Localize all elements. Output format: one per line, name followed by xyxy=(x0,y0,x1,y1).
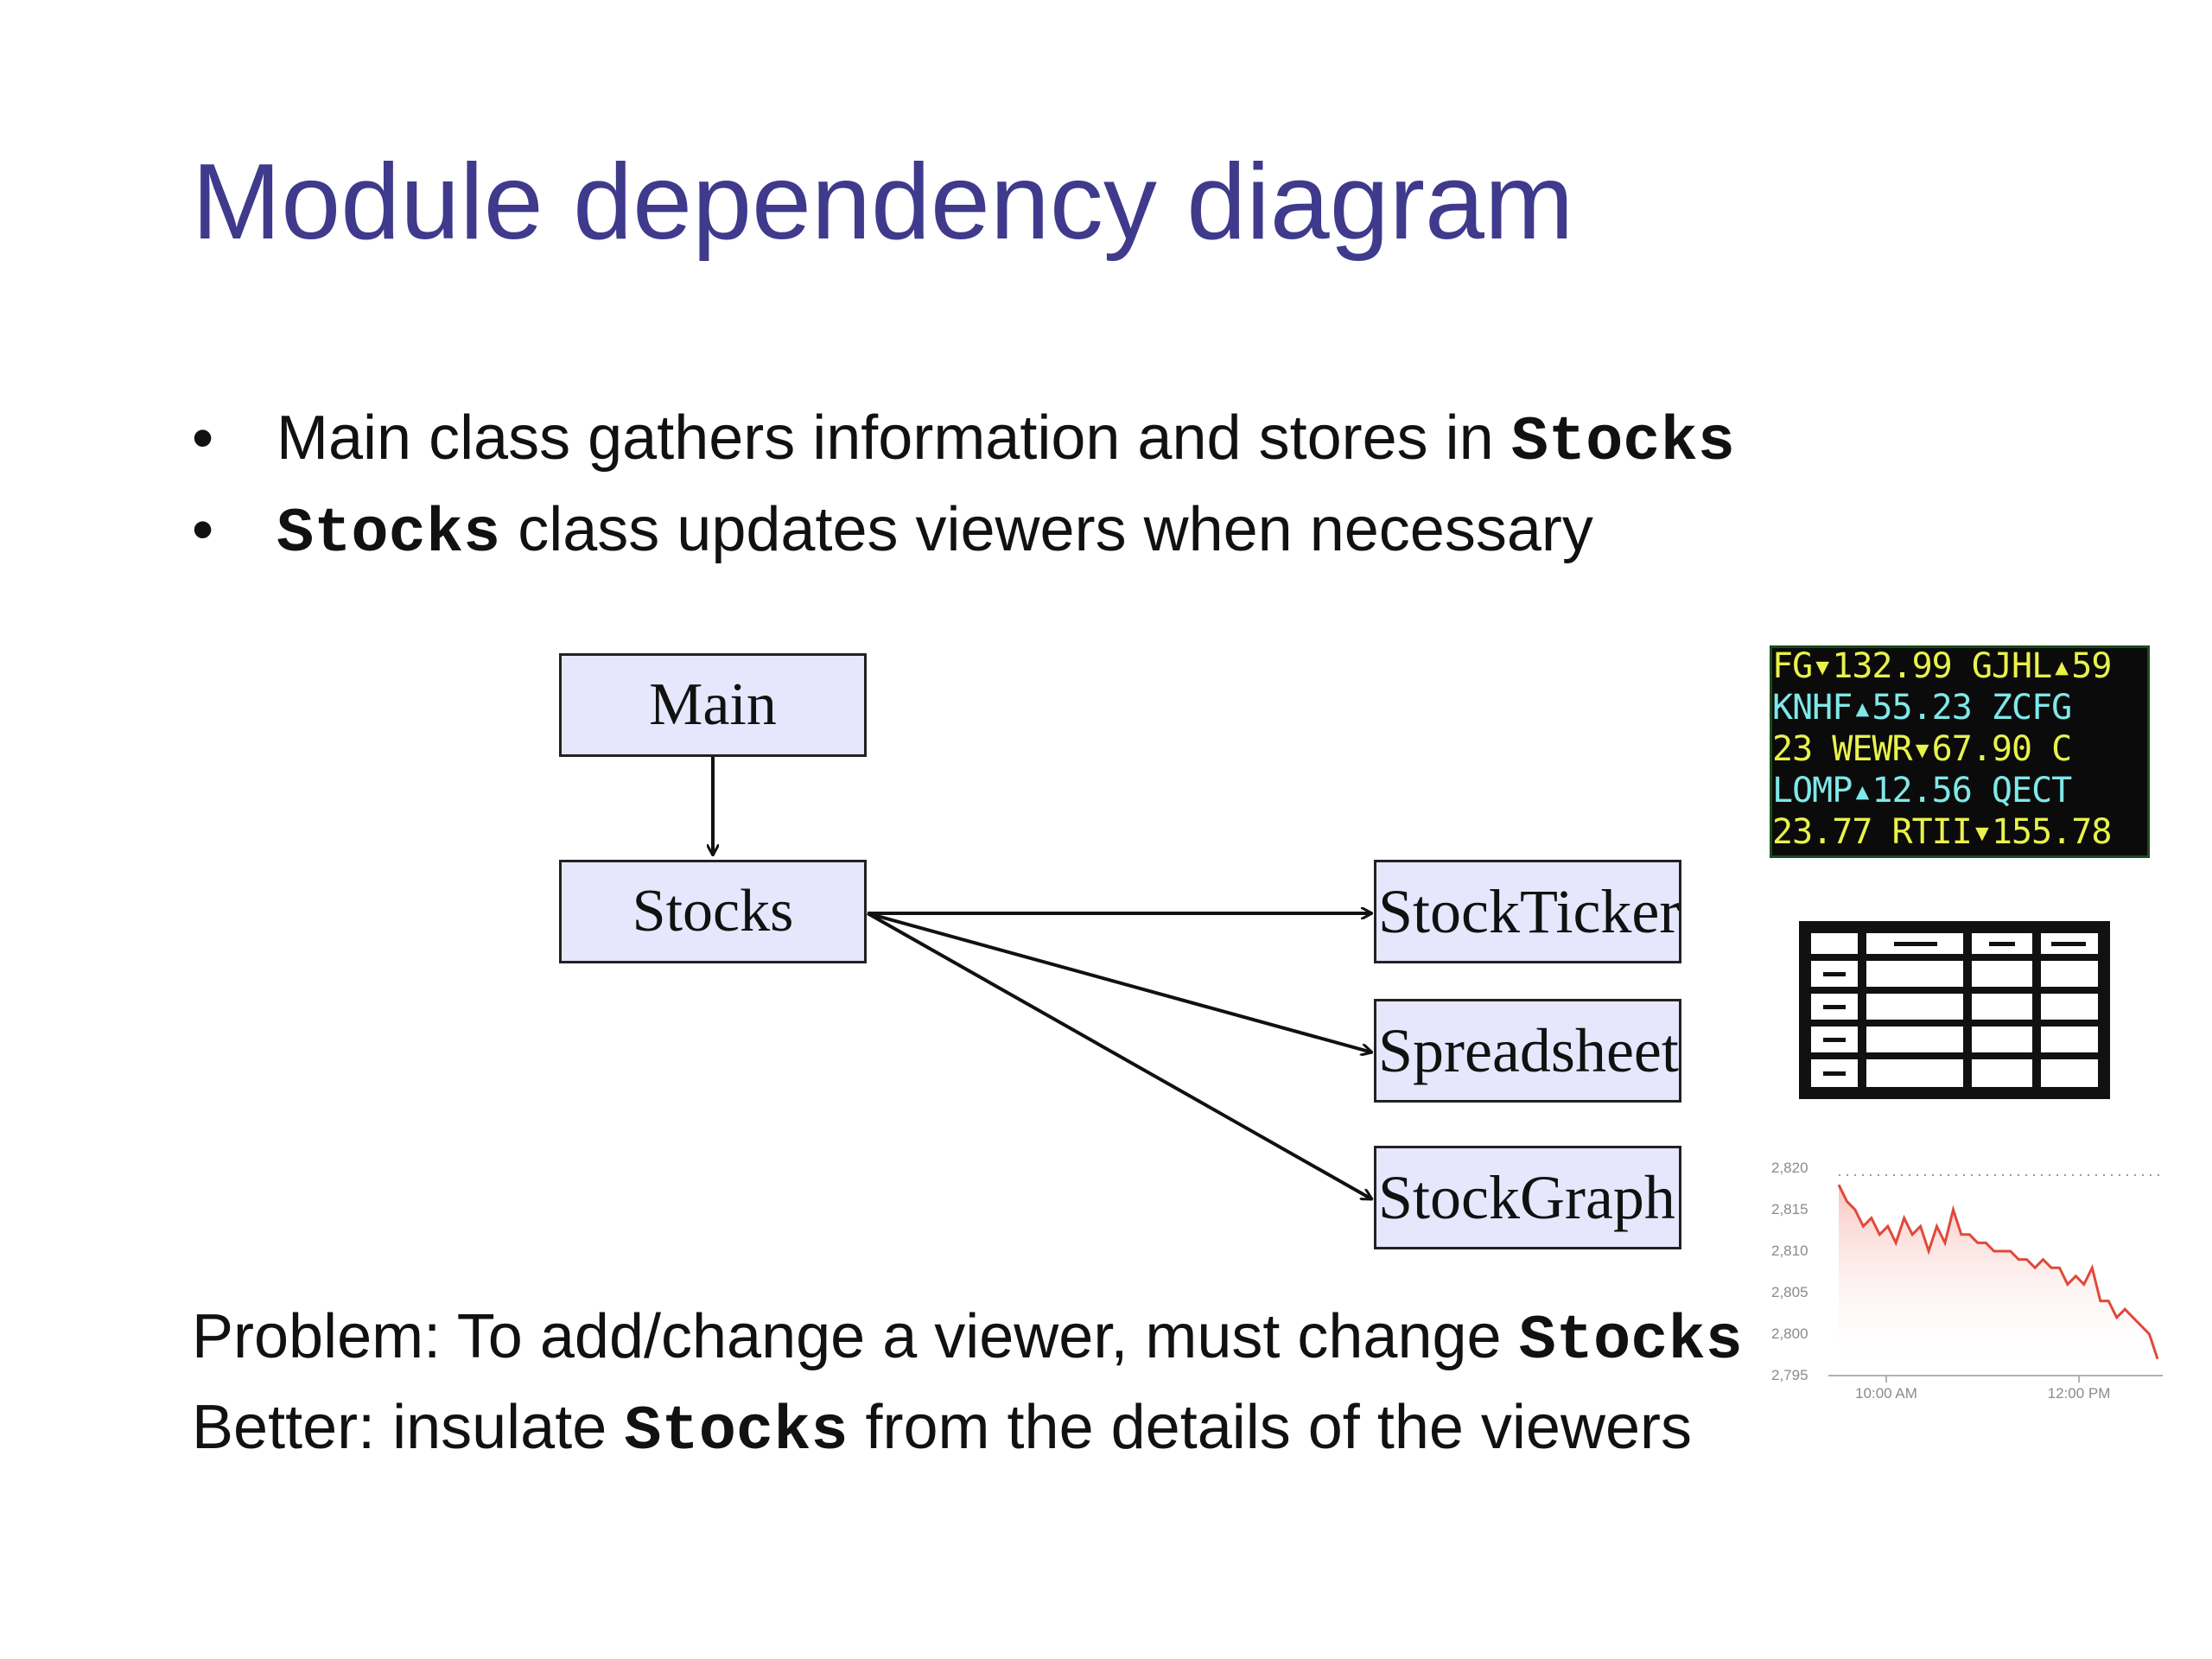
ticker-line: 23.77 RTII▾155.78 xyxy=(1772,812,2112,852)
ticker-line: 23 WEWR▾67.90 C xyxy=(1772,729,2072,769)
ticker-line: KNHF▴55.23 ZCFG xyxy=(1772,688,2072,728)
y-tick-label: 2,800 xyxy=(1771,1325,1808,1342)
node-main: Main xyxy=(559,653,867,757)
y-tick-label: 2,820 xyxy=(1771,1160,1808,1176)
code-text: Stocks xyxy=(1518,1306,1743,1376)
y-tick-label: 2,815 xyxy=(1771,1201,1808,1217)
stock-graph-thumbnail: 2,820 2,815 2,810 2,805 2,800 2,795 10:00 AM 12… xyxy=(1771,1160,2163,1402)
ticker-line: LOMP▴12.56 QECT xyxy=(1772,771,2072,810)
ticker-line: FG▾132.99 GJHL▴59 xyxy=(1772,646,2112,686)
bullet-text: Main class gathers information and store… xyxy=(276,404,1735,478)
x-tick-label: 12:00 PM xyxy=(2048,1385,2111,1402)
edge-stocks-spreadsheet xyxy=(867,912,1372,1052)
code-text: Stocks xyxy=(624,1396,849,1467)
better-text: Better: insulate Stocks from the details… xyxy=(192,1393,1692,1467)
code-text: Stocks xyxy=(1510,407,1735,478)
node-stockticker: StockTicker xyxy=(1374,860,1681,963)
problem-text: Problem: To add/change a viewer, must ch… xyxy=(192,1302,1743,1376)
code-text: Stocks xyxy=(276,499,501,569)
bullet-marker: • xyxy=(192,495,214,564)
series-line xyxy=(1837,1184,2159,1360)
node-spreadsheet: Spreadsheet xyxy=(1374,999,1681,1103)
bullet-marker: • xyxy=(192,404,214,473)
spreadsheet-icon xyxy=(1799,921,2110,1099)
series-area xyxy=(1839,1185,2158,1376)
bullet-text: Stocks class updates viewers when necess… xyxy=(276,495,1593,569)
y-tick-label: 2,795 xyxy=(1771,1367,1808,1383)
stock-ticker-thumbnail: FG▾132.99 GJHL▴59 KNHF▴55.23 ZCFG 23 WEW… xyxy=(1770,645,2150,858)
node-stockgraph: StockGraph xyxy=(1374,1146,1681,1249)
node-stocks: Stocks xyxy=(559,860,867,963)
x-tick-label: 10:00 AM xyxy=(1855,1385,1917,1402)
edge-stocks-stockgraph xyxy=(867,912,1372,1201)
y-tick-label: 2,810 xyxy=(1771,1243,1808,1259)
slide-title: Module dependency diagram xyxy=(192,143,1574,262)
y-tick-label: 2,805 xyxy=(1771,1284,1808,1300)
